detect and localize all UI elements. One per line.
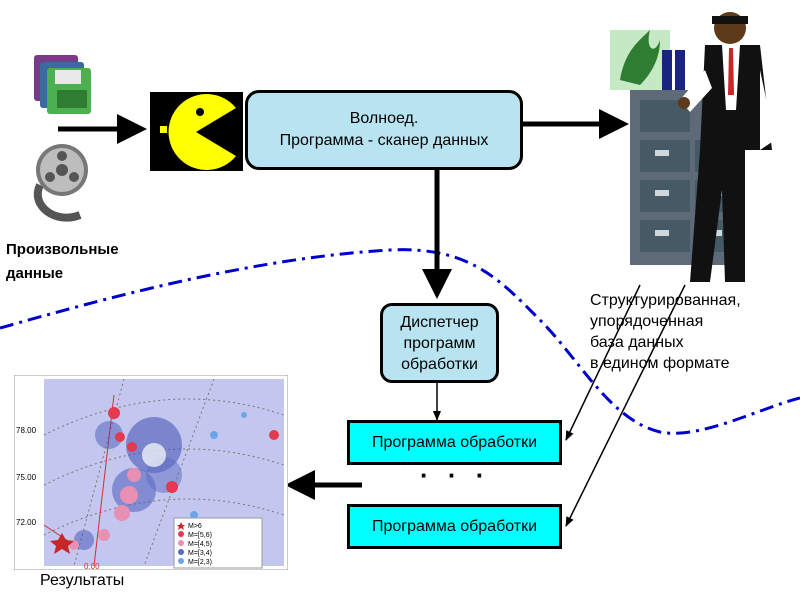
- arrow-database-to-processor-2: [565, 284, 686, 527]
- legend-entry: M=[4,5): [188, 541, 212, 548]
- map-x-tick: 0.00: [84, 562, 100, 570]
- processor-label: Программа обработки: [371, 433, 538, 451]
- data-boundary-line: [0, 248, 800, 435]
- input-caption: Произвольные данные: [6, 238, 119, 286]
- scanner-box: Волноед. Программа - сканер данных: [245, 90, 523, 170]
- dispatcher-line-1: Диспетчер: [400, 313, 479, 331]
- results-map: 78.00 75.00 72.00 0.00 M>6 M=[5,6) M=[4,…: [14, 375, 288, 570]
- legend-entry: M=[3,4): [188, 550, 212, 557]
- legend-entry: M>6: [188, 523, 202, 530]
- dispatcher-line-3: обработки: [401, 355, 478, 373]
- floppy-disks-icon: [34, 55, 91, 114]
- scanner-subtitle: Программа - сканер данных: [279, 132, 489, 149]
- legend-entry: M=[2,3): [188, 559, 212, 566]
- input-caption-line-2: данные: [6, 265, 64, 282]
- pacman-icon: [150, 92, 243, 171]
- map-legend: M>6 M=[5,6) M=[4,5) M=[3,4) M=[2,3): [173, 517, 263, 569]
- file-cabinet-illustration: [610, 12, 775, 282]
- legend-entry: M=[5,6): [188, 532, 212, 539]
- processor-label: Программа обработки: [371, 517, 538, 535]
- database-caption-line-1: Структурированная,: [590, 292, 741, 309]
- scanner-title: Волноед.: [349, 110, 419, 127]
- map-y-tick: 72.00: [16, 518, 37, 527]
- film-reel-icon: [33, 144, 88, 222]
- database-caption-line-2: упорядоченная: [590, 313, 704, 330]
- map-y-tick: 75.00: [16, 473, 37, 482]
- event-points: [50, 407, 279, 554]
- arrow-database-to-processor-1: [565, 284, 641, 441]
- database-caption: Структурированная, упорядоченная база да…: [590, 290, 741, 374]
- results-caption: Результаты: [40, 572, 125, 589]
- map-y-tick: 78.00: [16, 426, 37, 435]
- ellipsis: · · ·: [420, 460, 491, 490]
- processor-box-2: Программа обработки: [347, 504, 562, 549]
- database-caption-line-3: база данных: [590, 334, 684, 351]
- dispatcher-line-2: программ: [403, 334, 476, 352]
- dispatcher-box: Диспетчер программ обработки: [380, 303, 499, 383]
- processor-box-1: Программа обработки: [347, 420, 562, 465]
- input-caption-line-1: Произвольные: [6, 241, 119, 258]
- database-caption-line-4: в едином формате: [590, 355, 730, 372]
